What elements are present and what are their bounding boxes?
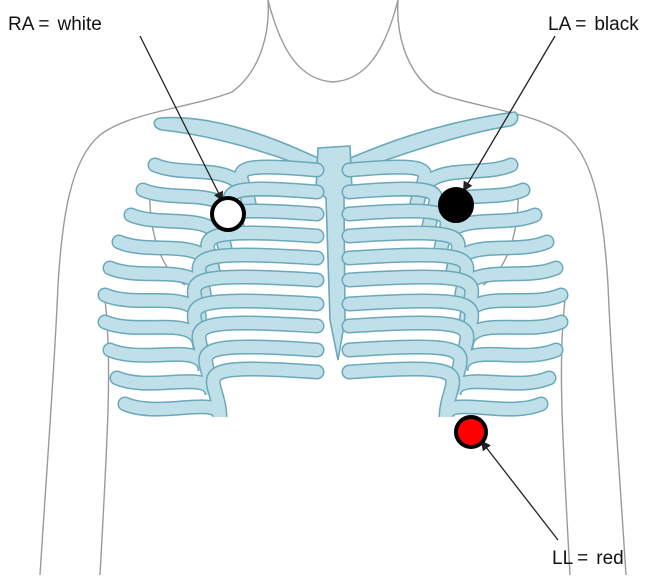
la-electrode — [440, 189, 472, 221]
la-equals: = — [571, 14, 594, 35]
ll-leader-line — [482, 442, 558, 540]
ll-label: LL=red — [552, 548, 624, 570]
ra-label: RA=white — [8, 14, 102, 36]
ra-equals: = — [34, 14, 57, 35]
ll-lead-text: LL — [552, 548, 573, 569]
ll-color-text: red — [596, 548, 623, 569]
ra-color-text: white — [58, 14, 102, 35]
la-label: LA=black — [548, 14, 639, 36]
la-lead-text: LA — [548, 14, 571, 35]
ra-electrode — [212, 198, 244, 230]
ll-equals: = — [573, 548, 596, 569]
ll-electrode — [456, 417, 486, 447]
ra-lead-text: RA — [8, 14, 34, 35]
la-color-text: black — [594, 14, 638, 35]
